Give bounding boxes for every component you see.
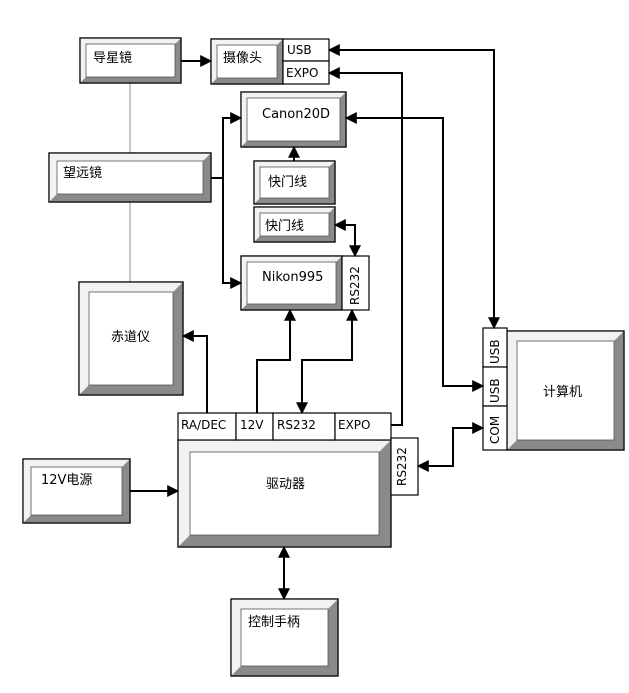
driver-expo-port-label: EXPO	[338, 418, 370, 432]
guide-scope-label: 导星镜	[93, 51, 132, 66]
nikon-label: Nikon995	[262, 270, 323, 285]
camera-usb-to-computer-usb	[327, 44, 500, 330]
driver-rs232-to-nikon-rs232	[296, 308, 358, 415]
telescope-label: 望远镜	[63, 165, 102, 181]
equatorial-mount-label: 赤道仪	[111, 330, 150, 345]
shutter-cable-1-label: 快门线	[268, 175, 307, 190]
telescope-block	[48, 152, 212, 203]
nikon-block	[240, 255, 343, 311]
driver-block	[177, 439, 392, 548]
shutter-2-to-nikon-rs232	[333, 219, 361, 258]
telescope-to-canon	[211, 112, 243, 179]
camera-usb-port-label: USB	[287, 43, 312, 57]
canon-label: Canon20D	[262, 107, 330, 122]
power-block	[22, 458, 131, 524]
shutter-cable-2-block	[253, 206, 336, 243]
power-label: 12V电源	[41, 473, 92, 488]
driver-rs232-to-computer-com	[416, 422, 485, 472]
driver-rs232-top-port-label: RS232	[277, 418, 316, 432]
driver-12v-to-nikon	[256, 308, 296, 413]
shutter-cable-2-label: 快门线	[265, 219, 304, 234]
driver-12v-port-label: 12V	[240, 418, 264, 432]
driver-label: 驱动器	[266, 477, 305, 492]
computer-com-port-label: COM	[488, 416, 502, 444]
driver-radec-to-mount	[181, 330, 208, 413]
camera-expo-port-label: EXPO	[286, 66, 318, 80]
hand-controller-label: 控制手柄	[248, 615, 300, 630]
driver-radec-port-label: RA/DEC	[181, 418, 226, 432]
camera-block	[210, 38, 284, 85]
shutter-cable-1-block	[253, 160, 336, 205]
driver-rs232-side-port-label: RS232	[395, 447, 409, 486]
driver-rs232-side-port	[390, 437, 419, 496]
camera-label: 摄像头	[223, 51, 262, 66]
computer-com-port	[482, 405, 508, 451]
driver-expo-port	[334, 412, 392, 441]
nikon-rs232-port-label: RS232	[348, 266, 362, 305]
connections-layer	[130, 44, 500, 601]
canon-to-computer-usb	[344, 112, 485, 392]
telescope-to-nikon	[211, 177, 243, 289]
blocks-layer	[22, 37, 625, 677]
computer-label: 计算机	[543, 385, 582, 400]
computer-usb-port-2-label: USB	[488, 378, 502, 403]
hand-controller-block	[230, 598, 339, 677]
computer-usb-port-1-label: USB	[488, 339, 502, 364]
computer-block	[506, 330, 625, 451]
